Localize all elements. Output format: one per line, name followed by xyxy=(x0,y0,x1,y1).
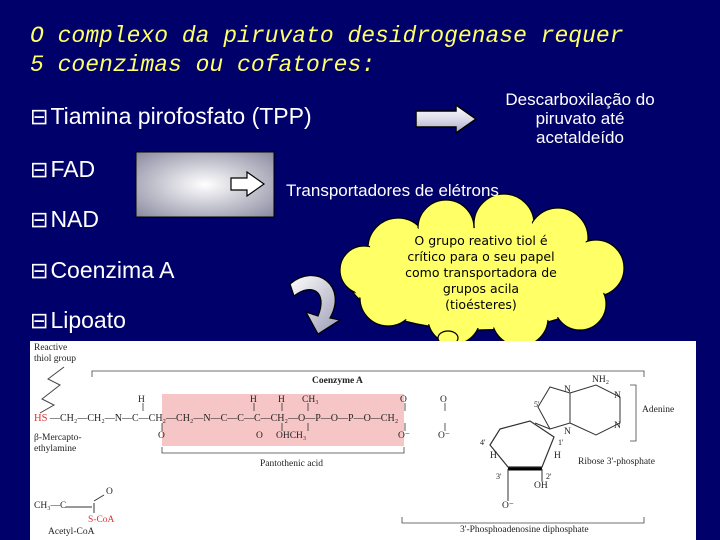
n-atom-1: N xyxy=(614,391,621,401)
electron-carriers-label: Transportadores de elétrons xyxy=(286,181,499,200)
n-atom-4: N xyxy=(564,427,571,437)
c5-label: 5' xyxy=(534,400,540,409)
bullet-tpp: ⊟Tiamina pirofosfato (TPP) xyxy=(30,103,312,130)
title-line-2: 5 coenzimas ou cofatores: xyxy=(30,52,376,78)
tpp-description-line-1: Descarboxilação do xyxy=(505,90,655,109)
reactive-thiol-label: Reactive thiol group xyxy=(34,343,76,365)
bullet-nad: ⊟NAD xyxy=(30,206,99,233)
curved-arrow-icon xyxy=(289,274,342,335)
bullet-fad: ⊟FAD xyxy=(30,156,95,183)
o-minus-3: O⁻ xyxy=(502,501,514,511)
tpp-description-line-3: acetaldeído xyxy=(536,128,624,147)
o-atom-4: O xyxy=(440,395,447,405)
c3-label: 3' xyxy=(496,472,502,481)
c4-label: 4' xyxy=(480,438,486,447)
nh2-label: NH₂ xyxy=(592,375,610,385)
acetyl-s-coa-label: S-CoA xyxy=(88,515,115,525)
bubble-line-1: O grupo reativo tiol é xyxy=(414,233,548,248)
adenine-label: Adenine xyxy=(642,405,675,415)
bullet-label: FAD xyxy=(50,156,96,182)
bubble-line-2: crítico para o seu papel xyxy=(407,249,555,264)
slide-title: O complexo da piruvato desidrogenase req… xyxy=(30,22,710,80)
tpp-description: Descarboxilação do piruvato até acetalde… xyxy=(482,90,678,147)
o-atom-2: O xyxy=(256,431,263,441)
n-atom-3: N xyxy=(614,421,621,431)
o-minus-2: O⁻ xyxy=(438,431,450,441)
mercaptoethylamine-label: β-Mercapto- ethylamine xyxy=(34,433,82,455)
o-minus-1: O⁻ xyxy=(398,431,410,441)
oh-ch3-label: OHCH₃ xyxy=(276,431,307,441)
hs-group-label: HS xyxy=(34,413,48,424)
oh-ribose: OH xyxy=(534,481,548,491)
acetyl-o-label: O xyxy=(106,487,113,497)
h-atom-3: H xyxy=(278,395,285,405)
bullet-marker-icon: ⊟ xyxy=(30,308,49,333)
h-ribose-1: H xyxy=(490,451,497,461)
o-atom-3: O xyxy=(400,395,407,405)
mercapto-line-1: β-Mercapto- xyxy=(34,433,82,443)
ch3-top-label: CH₃ xyxy=(302,395,319,405)
bubble-line-5: (tioésteres) xyxy=(445,297,517,312)
c1-label: 1' xyxy=(558,438,564,447)
thought-bubble-text: O grupo reativo tiol é crítico para o se… xyxy=(378,233,584,313)
bullet-coenzyme-a: ⊟Coenzima A xyxy=(30,257,174,284)
coenzyme-a-structure-diagram: Reactive thiol group Coenzyme A HS —CH₂—… xyxy=(30,341,696,540)
o-atom-1: O xyxy=(158,431,165,441)
bullet-label: Lipoato xyxy=(50,307,126,333)
bullet-marker-icon: ⊟ xyxy=(30,258,49,283)
bullet-lipoato: ⊟Lipoato xyxy=(30,307,126,334)
mercapto-line-2: ethylamine xyxy=(34,444,77,454)
bubble-line-4: grupos acila xyxy=(442,281,520,296)
h-atom-1: H xyxy=(138,395,145,405)
phosphoadenosine-label: 3'-Phosphoadenosine diphosphate xyxy=(460,525,589,535)
n-atom-2: N xyxy=(564,385,571,395)
h-atom-2: H xyxy=(250,395,257,405)
coa-backbone-chain: —CH₂—CH₂—N—C—CH₂—CH₂—N—C—C—C—CH₂—O—P—O—P… xyxy=(50,413,399,424)
h-ribose-2: H xyxy=(554,451,561,461)
pantothenic-acid-label: Pantothenic acid xyxy=(260,459,324,469)
bullet-label: Tiamina pirofosfato (TPP) xyxy=(50,103,312,129)
ribose-phosphate-label: Ribose 3'-phosphate xyxy=(578,457,655,467)
bullet-label: Coenzima A xyxy=(50,257,175,283)
c2-label: 2' xyxy=(546,472,552,481)
structure-lines xyxy=(39,366,645,524)
bubble-line-3: como transportadora de xyxy=(405,265,557,280)
bullet-marker-icon: ⊟ xyxy=(30,157,49,182)
reactive-thiol-line-2: thiol group xyxy=(34,354,76,364)
coenzyme-a-label: Coenzyme A xyxy=(312,376,363,386)
bullet-marker-icon: ⊟ xyxy=(30,104,49,129)
title-line-1: O complexo da piruvato desidrogenase req… xyxy=(30,23,624,49)
acetyl-ch3-label: CH₃—C xyxy=(34,501,67,511)
bullet-label: NAD xyxy=(50,206,99,232)
electron-carrier-arrow-icon xyxy=(230,170,266,198)
acetyl-coa-label: Acetyl-CoA xyxy=(48,527,95,537)
tpp-arrow-icon xyxy=(415,103,478,135)
reactive-thiol-line-1: Reactive xyxy=(34,343,68,353)
bullet-marker-icon: ⊟ xyxy=(30,207,49,232)
tpp-description-line-2: piruvato até xyxy=(535,109,625,128)
